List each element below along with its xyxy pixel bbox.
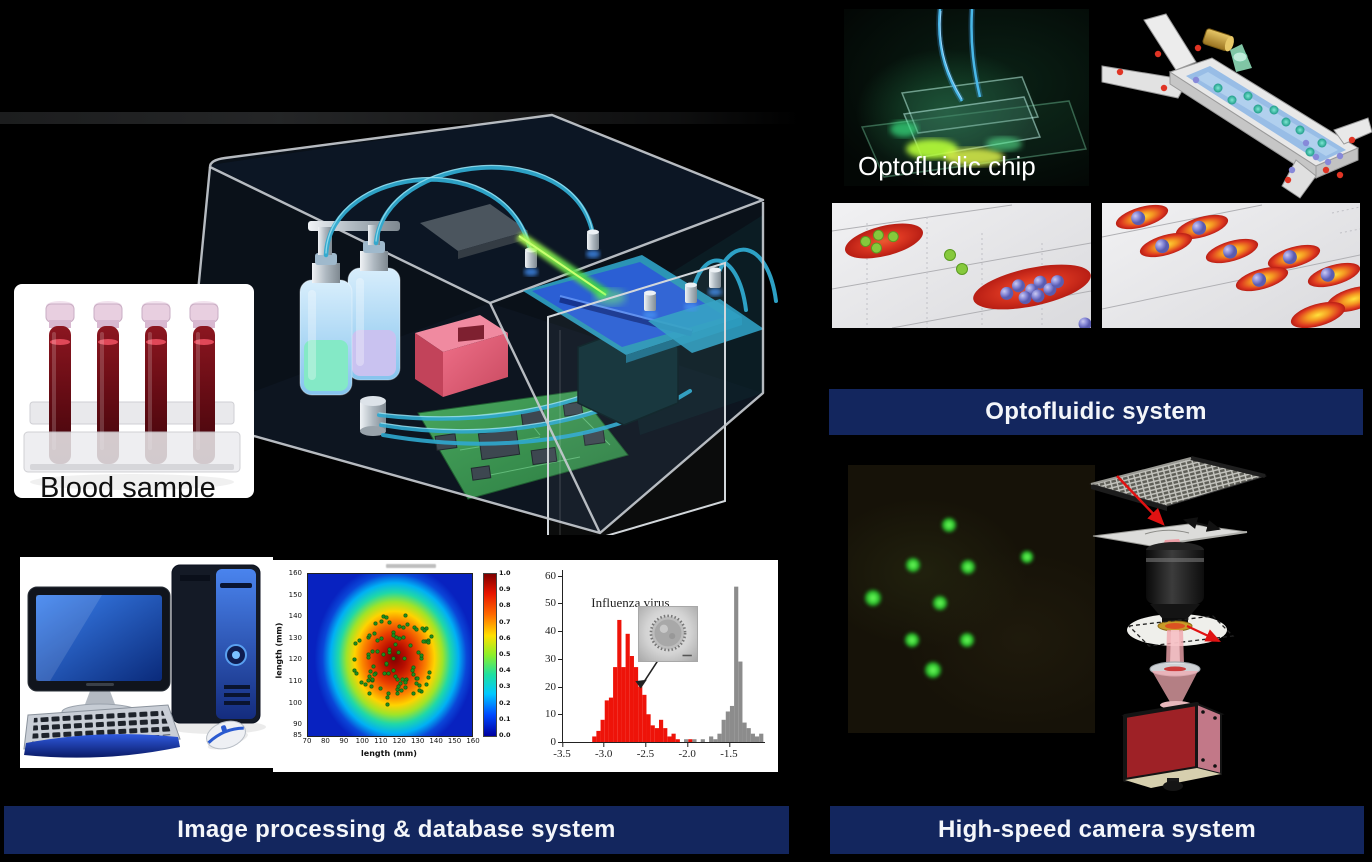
labelled-cells bbox=[1115, 204, 1360, 328]
banner-image-processing-label: Image processing & database system bbox=[177, 816, 616, 843]
red-cell-cluster-green bbox=[845, 223, 923, 259]
histogram-bars bbox=[592, 586, 764, 742]
chip-photo-illustration bbox=[860, 9, 1088, 178]
fluorescent-cell-dot bbox=[1020, 549, 1035, 564]
cell-spheres-teal bbox=[1213, 83, 1327, 157]
blood-sample-caption: Blood sample bbox=[40, 472, 216, 498]
light-beam bbox=[1149, 630, 1201, 716]
histogram-x-ticklabels: -3.5-3.0-2.5-2.0-1.5 bbox=[553, 743, 738, 760]
reagent-bottles bbox=[299, 221, 401, 396]
blood-tube bbox=[45, 301, 219, 464]
cell-flow-right-illustration bbox=[1102, 204, 1360, 328]
chip-schematic-illustration bbox=[1101, 13, 1372, 199]
banner-image-processing: Image processing & database system bbox=[4, 806, 789, 854]
computer-illustration bbox=[23, 564, 266, 758]
heatmap-plot bbox=[307, 573, 473, 737]
cell-flow-diagram-left bbox=[832, 203, 1091, 328]
fluorescent-cell-dot bbox=[863, 588, 882, 607]
blood-tubes-illustration bbox=[23, 301, 241, 490]
focal-plane-dashed-box bbox=[1127, 615, 1235, 647]
corner-purple-cell bbox=[1078, 317, 1091, 328]
cell-spheres-red bbox=[1116, 44, 1356, 184]
camera-system-diagram bbox=[1089, 456, 1267, 791]
fluorescent-cell-dot bbox=[959, 632, 976, 648]
free-green-cell bbox=[944, 249, 956, 261]
heatmap-scatter-layer bbox=[308, 574, 472, 736]
beam-redirect-arrow bbox=[1186, 625, 1221, 642]
high-speed-camera bbox=[1121, 702, 1225, 791]
cell-flow-diagram-right bbox=[1102, 203, 1360, 328]
fluorescent-cell-dot bbox=[923, 661, 942, 680]
background-artifact-band bbox=[0, 112, 800, 124]
monitor bbox=[27, 586, 171, 721]
virus-particle-image bbox=[649, 614, 692, 657]
red-cell-cluster-purple bbox=[973, 264, 1091, 310]
laser-source bbox=[1202, 28, 1252, 72]
free-green-cell bbox=[956, 263, 968, 275]
fluorescence-dots-layer bbox=[848, 465, 1095, 733]
fluorescent-cell-dot bbox=[904, 556, 921, 573]
fluorescent-cell-dot bbox=[931, 595, 948, 612]
led-array-plate bbox=[1089, 456, 1267, 511]
cell-flow-left-illustration bbox=[832, 204, 1091, 328]
laser-module-slab bbox=[420, 204, 528, 259]
objective-lens bbox=[1146, 542, 1204, 632]
illumination-arrow bbox=[1116, 475, 1165, 526]
optical-fibers bbox=[936, 9, 983, 103]
desktop-tower bbox=[171, 564, 261, 724]
tubing-upper bbox=[323, 164, 778, 312]
banner-high-speed-camera-label: High-speed camera system bbox=[937, 816, 1256, 843]
lab-on-chip-device-illustration bbox=[184, 113, 778, 535]
glass-front-panel bbox=[547, 261, 726, 535]
banner-optofluidic-system: Optofluidic system bbox=[829, 389, 1363, 435]
banner-optofluidic-system-label: Optofluidic system bbox=[985, 398, 1207, 425]
histogram-plot: Influenza virus bbox=[562, 570, 765, 743]
fluorescent-cell-dot bbox=[903, 632, 920, 648]
scale-bar bbox=[682, 654, 692, 657]
fluorescent-cell-dot bbox=[941, 517, 958, 534]
fluorescent-cell-dot bbox=[960, 559, 977, 576]
virus-tem-inset bbox=[637, 606, 698, 663]
histogram-annotation: Influenza virus bbox=[591, 594, 670, 610]
banner-high-speed-camera: High-speed camera system bbox=[830, 806, 1364, 854]
heatmap-x-axis-label: length (mm) bbox=[361, 749, 417, 758]
device-rim-wireframe bbox=[208, 113, 765, 305]
cell-spheres-purple bbox=[1192, 76, 1344, 174]
heatmap-colorbar bbox=[483, 573, 497, 737]
valve-cylinder bbox=[360, 396, 386, 436]
optofluidic-chip-photo: Optofluidic chip bbox=[844, 9, 1089, 186]
mouse bbox=[206, 720, 248, 750]
stage-translation-arrow bbox=[1183, 517, 1221, 532]
optofluidic-chip-caption: Optofluidic chip bbox=[858, 151, 1036, 181]
heatmap-title-illegible bbox=[386, 564, 437, 568]
computer-panel bbox=[20, 557, 273, 768]
keyboard bbox=[23, 704, 181, 758]
chip-ports bbox=[524, 229, 722, 319]
pump-box bbox=[415, 315, 508, 397]
fluorescence-image-panel bbox=[848, 465, 1095, 733]
blood-sample-panel: Blood sample bbox=[14, 284, 254, 498]
